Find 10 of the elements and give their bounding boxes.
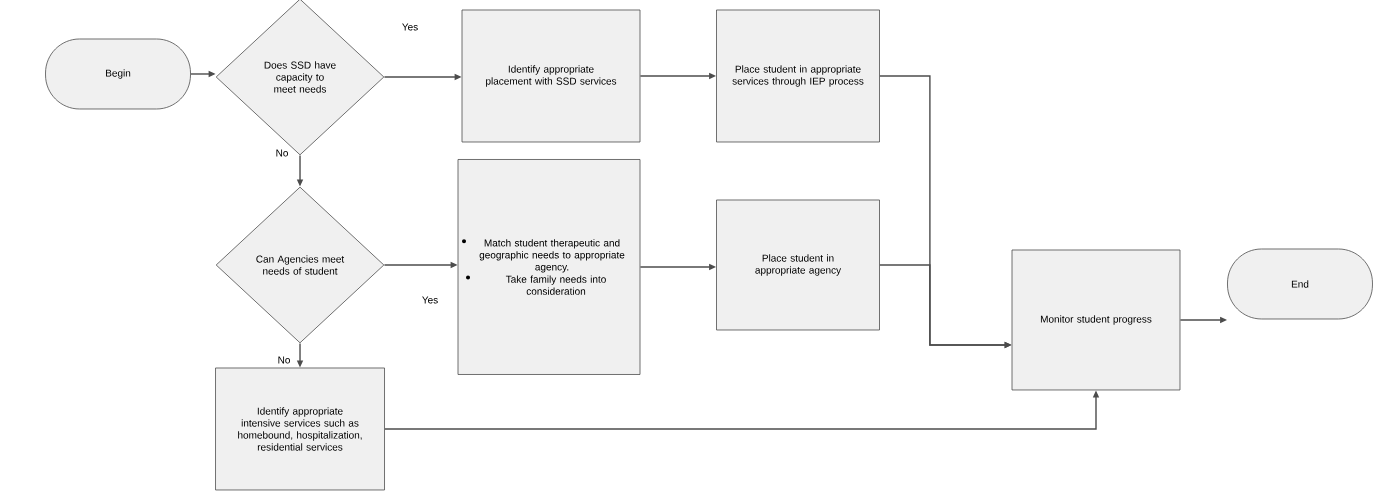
process-box: Monitor student progress [1011,249,1181,391]
edge-label: No [274,148,290,158]
process-box: Identify appropriate intensive services such as homebound, hospitalization, residential services [215,367,385,491]
process-box: Place student in appropriate agency [716,199,880,331]
process-box: Match student therapeutic and geographic needs to appropriate agency. Take family needs into consideration [457,159,641,375]
process-box: Identify appropriate placement with SSD services [461,9,641,143]
edge-label: Yes [420,295,440,305]
edge-label: Yes [400,22,420,32]
process-box: Place student in appropriate services through IEP process [716,9,880,143]
edge-label: No [276,355,292,365]
